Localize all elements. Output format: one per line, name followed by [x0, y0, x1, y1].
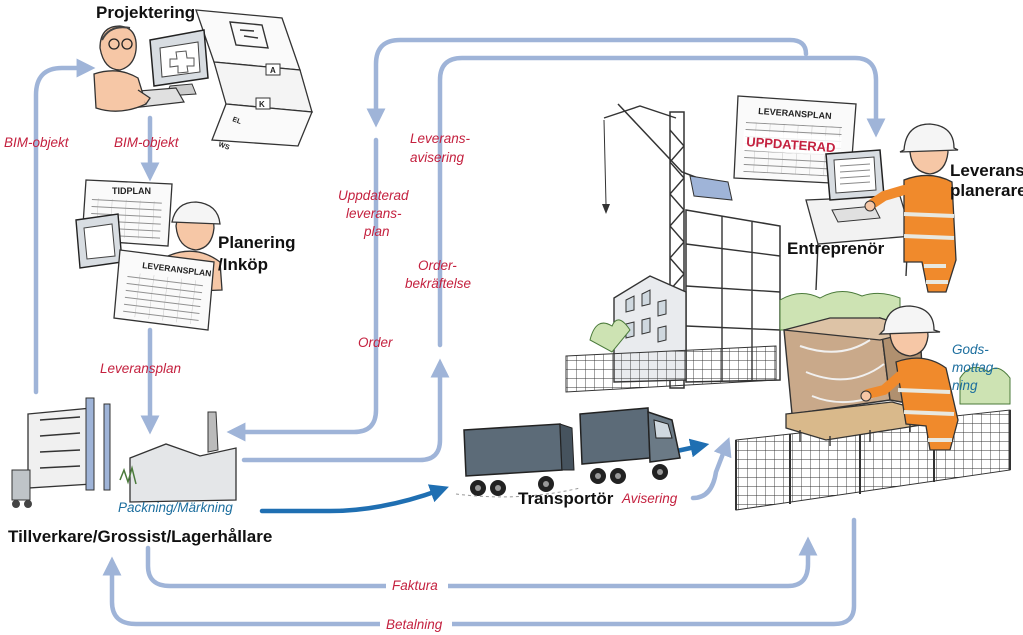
stamp-uppdaterad: UPPDATERAD — [746, 134, 836, 155]
flow-label-avisering: Avisering — [621, 491, 678, 506]
flow-label-godsmottagning-line3: ning — [952, 378, 978, 393]
sheet-label-k: K — [259, 100, 265, 109]
entreprenor-illustration — [783, 305, 959, 451]
flow-label-leveransavisering-line1: Leverans- — [410, 131, 471, 146]
node-transportor: Transportör — [518, 489, 614, 508]
node-tillverkare: Tillverkare/Grossist/Lagerhållare — [8, 527, 272, 546]
flow-label-godsmottagning-line2: mottag- — [952, 360, 998, 375]
arrow-bim-objekt-left — [33, 58, 96, 395]
flow-label-betalning: Betalning — [386, 617, 443, 632]
node-planering-line1: Planering — [218, 233, 295, 252]
arrow-leveransavisering — [437, 55, 886, 348]
arrow-avisering — [690, 437, 732, 501]
node-planering-line2: /Inköp — [218, 255, 268, 274]
flow-label-order: Order — [358, 335, 393, 350]
planering-illustration: TIDPLAN LEVERANSPLAN — [75, 179, 223, 331]
arrow-faktura — [145, 536, 818, 589]
tillverkare-illustration — [11, 397, 237, 508]
flow-label-uppdaterad-line1: Uppdaterad — [338, 188, 409, 203]
flow-label-leveransavisering-line2: avisering — [410, 150, 465, 165]
flow-label-bim-objekt-left: BIM-objekt — [4, 135, 70, 150]
node-leveransplanerare-line2: planerare — [950, 181, 1023, 200]
sheet-label-ws: WS — [217, 141, 230, 152]
arrow-orderbekraftelse — [241, 358, 450, 463]
flow-label-orderbekraftelse-line2: bekräftelse — [405, 276, 471, 291]
flow-label-godsmottagning-line1: Gods- — [952, 342, 989, 357]
flow-label-orderbekraftelse-line1: Order- — [418, 258, 457, 273]
flow-label-faktura: Faktura — [392, 578, 438, 593]
arrow-uppdaterad-leveransplan — [366, 37, 809, 128]
sheet-label-a: A — [270, 66, 276, 75]
arrow-packning-markning — [259, 484, 449, 514]
arrow-betalning — [102, 517, 857, 627]
flow-label-packning-markning: Packning/Märkning — [118, 500, 233, 515]
flow-label-uppdaterad-line3: plan — [363, 224, 390, 239]
flow-label-leveransplan: Leveransplan — [100, 361, 181, 376]
node-leveransplanerare-line1: Leverans- — [950, 161, 1023, 180]
node-entreprenor: Entreprenör — [787, 239, 885, 258]
doc-tidplan: TIDPLAN — [112, 186, 151, 196]
arrow-order — [226, 137, 379, 442]
sheet-label-el: EL — [231, 116, 242, 126]
projektering-illustration: A K EL WS — [93, 9, 313, 152]
truck-illustration — [455, 407, 681, 498]
flow-label-uppdaterad-line2: leverans- — [346, 206, 402, 221]
leveransplanerare-illustration: LEVERANSPLAN UPPDATERAD — [733, 95, 959, 293]
node-projektering: Projektering — [96, 3, 195, 22]
flow-label-bim-objekt-center: BIM-objekt — [114, 135, 180, 150]
